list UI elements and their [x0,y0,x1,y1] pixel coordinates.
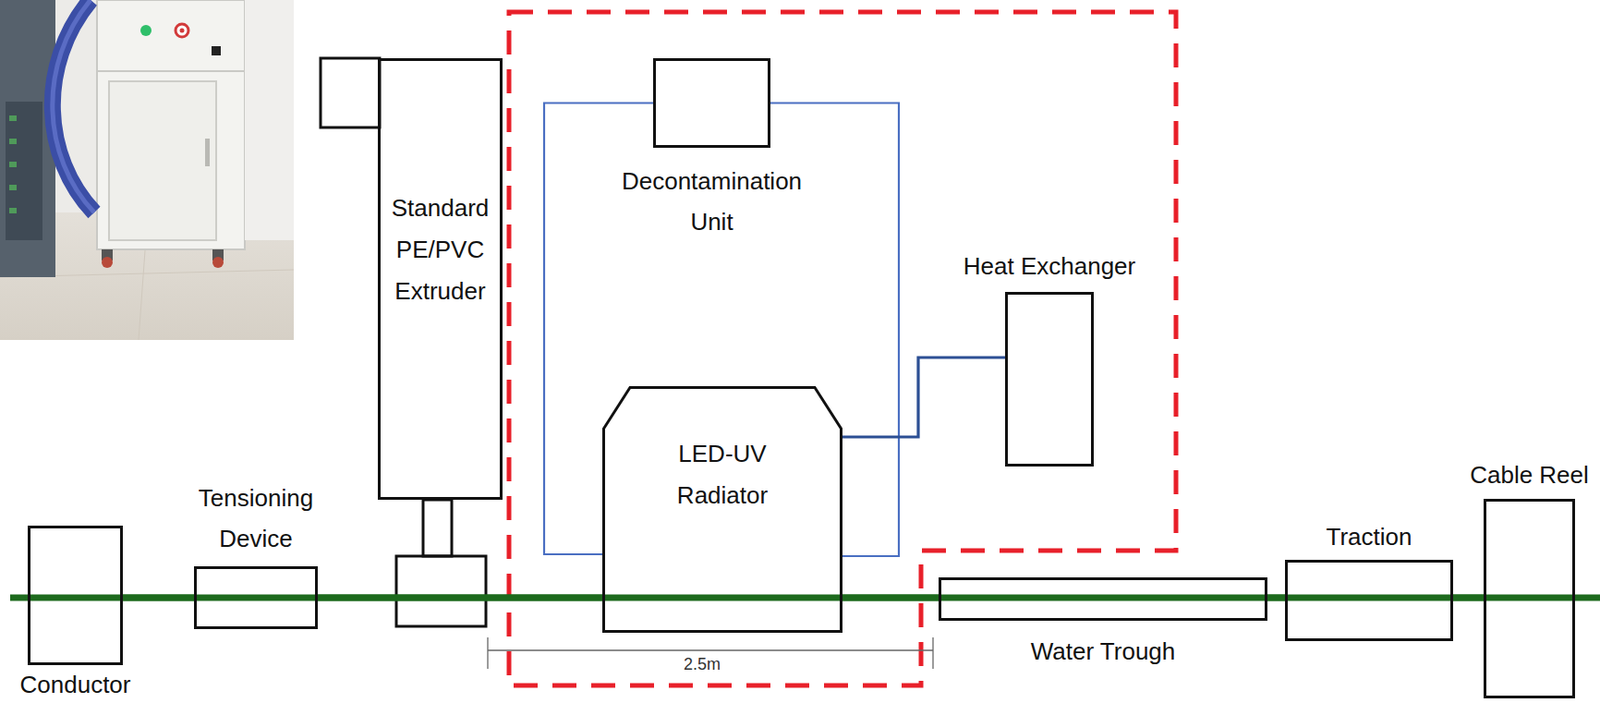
radiator-outline [602,386,843,633]
coolant-line [842,357,1006,437]
node-label: Water Trough [1030,636,1176,667]
node-label: Decontamination Unit [601,160,824,243]
extruder-box: Standard PE/PVC Extruder [377,58,503,500]
cable-path [10,594,1600,602]
decontamination-box: Decontamination Unit [653,58,771,148]
system-boundary [509,12,1176,686]
machine-photo [0,0,294,340]
radiator-outline [604,387,842,632]
water-trough: Water Trough [938,577,1268,621]
heat-exchanger-box: Heat Exchanger [1005,291,1094,467]
node-label: Cable Reel [1469,460,1589,490]
node-label: Standard PE/PVC Extruder [386,187,495,313]
node-label: Traction [1326,521,1413,552]
uv-radiator: LED-UV Radiator [602,386,843,633]
dimension-label: 2.5m [683,654,721,675]
traction-unit: Traction [1284,559,1454,642]
cable-path [1453,594,1484,602]
cable-path [1267,594,1285,602]
tensioning-box: Tensioning Device [193,566,318,630]
extruder-neck [423,499,452,557]
cable-path [317,594,603,602]
node-label: LED-UV Radiator [653,433,792,517]
node-label: Tensioning Device [186,477,326,559]
cable-reel: Cable Reel [1483,498,1576,699]
crosshead [396,556,486,627]
node-label: Conductor [20,670,132,699]
cable-path [842,594,939,602]
node-label: Heat Exchanger [963,251,1136,281]
supply-drum: Conductor [27,525,123,666]
cable-path [122,594,194,602]
hopper [320,58,380,128]
